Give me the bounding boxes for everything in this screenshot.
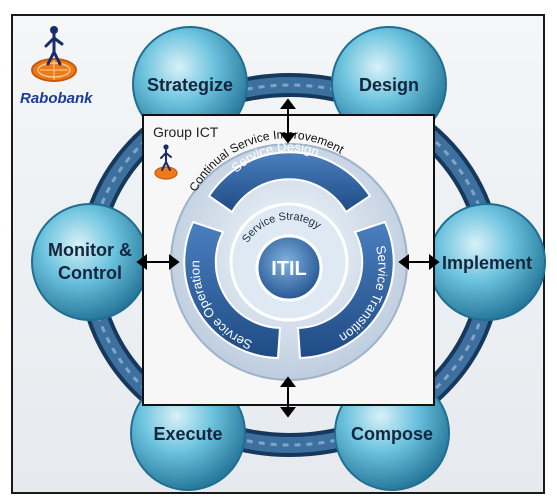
node-monitor-label-2: Control — [58, 263, 122, 283]
arrow-top-head-down — [280, 133, 296, 144]
segment-service-transition — [296, 220, 395, 360]
group-ict-title: Group ICT — [153, 124, 219, 140]
arrow-right-head-right — [429, 254, 440, 270]
node-implement-label: Implement — [442, 253, 532, 273]
itil-core — [255, 234, 323, 302]
node-monitor-label-1: Monitor & — [48, 240, 132, 260]
arrow-right-head-left — [398, 254, 409, 270]
arrow-bottom-head-up — [280, 376, 296, 387]
arrow-left-head-left — [136, 254, 147, 270]
node-strategize-label: Strategize — [147, 75, 233, 95]
itil-core-label: ITIL — [271, 258, 307, 280]
arrow-left-head-right — [169, 254, 180, 270]
segment-service-design — [207, 151, 372, 214]
node-design-label: Design — [359, 75, 419, 95]
segment-service-operation — [183, 220, 282, 360]
group-ict-logo — [154, 144, 178, 180]
node-compose-label: Compose — [351, 424, 433, 444]
arrow-top-head-up — [280, 98, 296, 109]
arrow-bottom-head-down — [280, 407, 296, 418]
rabobank-logo — [31, 26, 77, 82]
node-monitor-control: Monitor & Control — [31, 203, 149, 321]
node-execute-label: Execute — [153, 424, 222, 444]
brand-name: Rabobank — [20, 90, 93, 107]
connector-arrows — [136, 98, 440, 418]
node-implement: Implement — [428, 203, 546, 321]
